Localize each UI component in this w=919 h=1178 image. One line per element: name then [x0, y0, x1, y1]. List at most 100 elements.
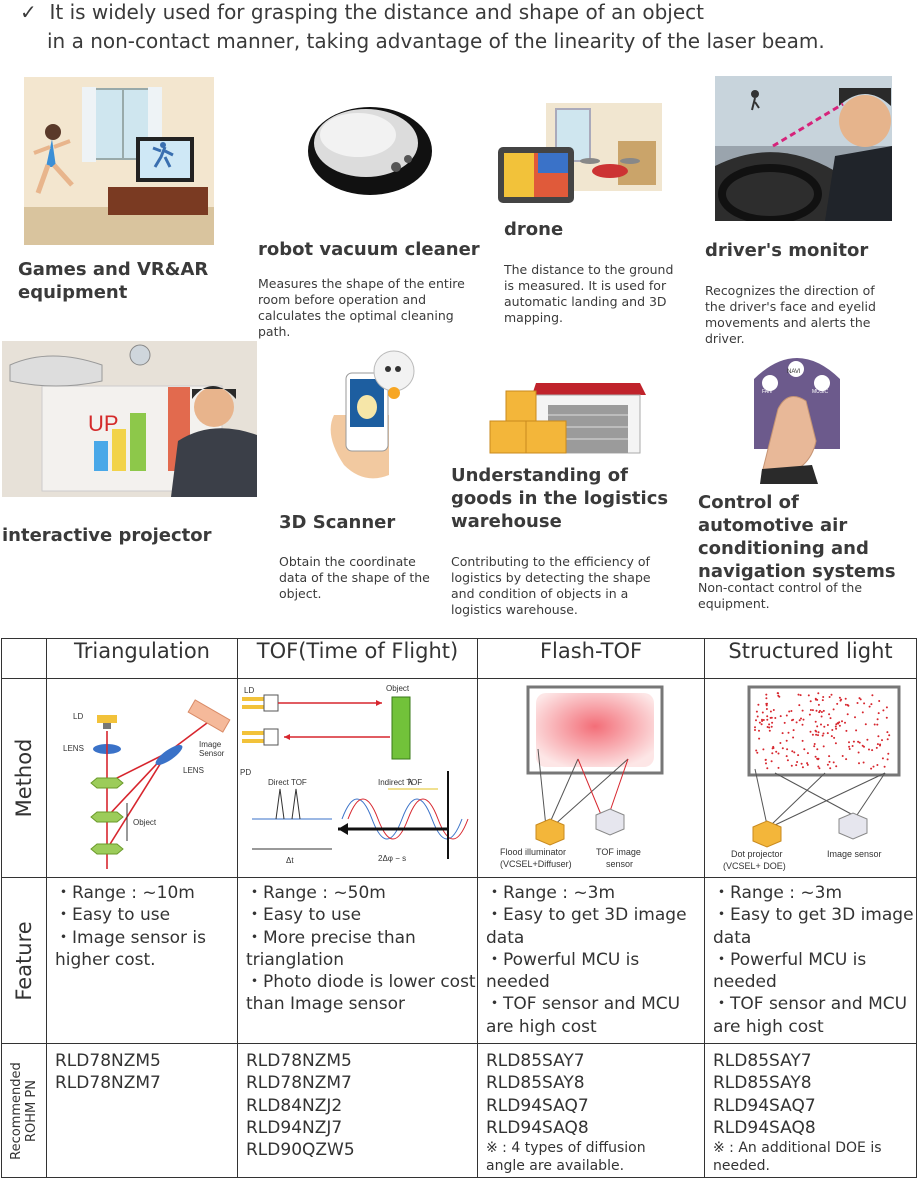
projected-dot [833, 736, 836, 739]
projected-dot [828, 713, 831, 716]
projected-dot [851, 745, 854, 747]
part-number: RLD94SAQ8 [486, 1117, 589, 1138]
projected-dot [765, 708, 768, 710]
projected-dot [801, 709, 804, 712]
projected-dot [864, 723, 867, 726]
projected-dot [817, 703, 820, 706]
part-number: RLD94NZJ7 [246, 1117, 343, 1138]
projected-dot [770, 760, 773, 763]
projected-dot [877, 712, 880, 715]
projected-dot [758, 729, 760, 732]
projected-dot [760, 723, 763, 726]
method-diagram-flash-tof: Flood illuminator (VCSEL+Diffuser) TOF i… [477, 678, 705, 878]
projected-dot [856, 702, 859, 704]
projected-dot [822, 745, 825, 748]
projected-dot [818, 767, 821, 770]
part-number-note: needed. [713, 1158, 770, 1175]
projected-dot [817, 734, 819, 737]
projected-dot [785, 714, 788, 717]
feature-line: are high cost [713, 1016, 824, 1037]
projected-dot [847, 704, 850, 707]
svg-text:LENS: LENS [63, 744, 84, 753]
projected-dot [769, 716, 772, 719]
projected-dot [875, 746, 878, 749]
projected-dot [881, 739, 883, 742]
app-desc-warehouse: Contributing to the efficiency of logist… [451, 554, 651, 617]
feature-line: data [713, 927, 752, 948]
projected-dot [781, 747, 784, 750]
svg-text:Δt: Δt [286, 856, 294, 865]
projected-dot [848, 748, 851, 750]
svg-text:LENS: LENS [183, 766, 204, 775]
projected-dot [765, 704, 768, 707]
projected-dot [871, 694, 874, 697]
projected-dot [828, 760, 831, 763]
projected-dot [835, 765, 838, 768]
feature-line: needed [486, 972, 550, 993]
projected-dot [844, 697, 847, 700]
projected-dot [815, 709, 818, 712]
projected-dot [795, 721, 798, 724]
projected-dot [788, 710, 791, 713]
app-desc-vacuum: Measures the shape of the entire room be… [258, 276, 465, 339]
projected-dot [813, 743, 816, 745]
projected-dot [801, 766, 804, 769]
svg-text:Image: Image [199, 740, 222, 749]
projected-dot [814, 729, 817, 732]
projected-dot [785, 739, 788, 742]
projected-dot [831, 729, 834, 731]
svg-text:(VCSEL+Diffuser): (VCSEL+Diffuser) [500, 859, 572, 869]
projected-dot [779, 715, 782, 718]
automotive-control-illustration: NAVI FAN MUSIC [754, 358, 840, 484]
app-title-vacuum: robot vacuum cleaner [258, 239, 480, 260]
projected-dot [848, 745, 851, 748]
projected-dot [835, 723, 838, 726]
projected-dot [822, 732, 825, 735]
drone-illustration [498, 103, 662, 203]
projected-dot [777, 692, 780, 695]
svg-text:2Δφ − s: 2Δφ − s [378, 854, 406, 863]
projected-dot [792, 736, 795, 739]
svg-text:Image sensor: Image sensor [827, 849, 882, 859]
projected-dot [829, 717, 832, 720]
projected-dot [793, 751, 796, 754]
projected-dot [859, 698, 862, 701]
projected-dot [799, 694, 802, 697]
projected-dot [815, 733, 818, 736]
projected-dot [828, 755, 831, 758]
projected-dot [771, 721, 774, 724]
projected-dot [844, 721, 846, 724]
projected-dot [809, 709, 812, 711]
projected-dot [814, 698, 817, 701]
projected-dot [826, 763, 829, 766]
svg-text:LD: LD [73, 712, 83, 721]
projected-dot [771, 752, 774, 755]
projected-dot [802, 718, 805, 721]
projected-dot [885, 716, 888, 719]
projected-dot [823, 725, 826, 728]
app-title-warehouse: Understanding of goods in the logistics … [451, 465, 669, 532]
projected-dot [796, 761, 799, 763]
method-diagram-tof: LD Object PD Direct TOF Δt [237, 678, 478, 878]
app-title-drone: drone [504, 219, 564, 240]
projected-dot [861, 711, 864, 714]
projected-dot [848, 741, 850, 744]
projected-dot [765, 762, 767, 765]
feature-line: data [486, 927, 525, 948]
projected-dot [774, 717, 777, 719]
projected-dot [886, 758, 889, 761]
projected-dot [822, 709, 825, 712]
projected-dot [786, 748, 789, 751]
projected-dot [786, 759, 789, 762]
app-title-driver: driver's monitor [705, 240, 869, 261]
part-number: RLD94SAQ7 [486, 1095, 589, 1116]
projected-dot [857, 740, 860, 743]
projected-dot [870, 703, 873, 706]
projected-dot [876, 723, 879, 726]
projected-dot [838, 724, 841, 727]
projected-dot [807, 694, 810, 697]
